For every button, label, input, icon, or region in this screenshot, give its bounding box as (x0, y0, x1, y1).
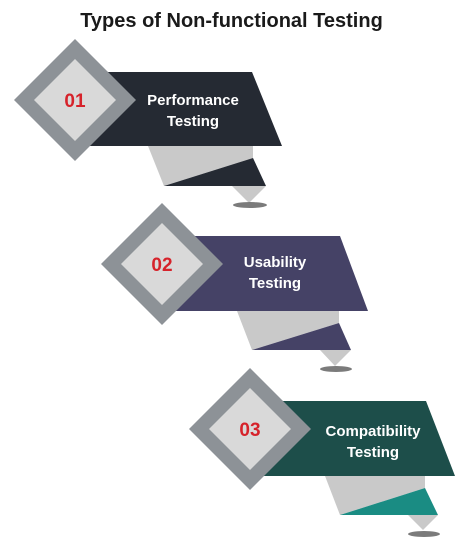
step-1-banner (84, 72, 282, 146)
step-2: 02 Usability Testing (101, 203, 368, 372)
step-1-pointer (232, 186, 266, 203)
step-3-diamond-inner (209, 388, 291, 470)
step-3-label-line1: Compatibility (325, 423, 421, 440)
step-3-label-line2: Testing (347, 444, 399, 461)
step-3-pointer (408, 515, 438, 530)
page-title: Types of Non-functional Testing (80, 10, 383, 32)
step-1-label-line1: Performance (147, 92, 239, 109)
step-3-shadow (408, 531, 440, 537)
step-1-fold-gray (148, 146, 253, 186)
step-2-number: 02 (151, 255, 172, 276)
step-2-label-line1: Usability (244, 254, 307, 271)
step-3-banner (260, 401, 455, 476)
step-3-fold-teal (340, 488, 438, 515)
step-1: 01 Performance Testing (14, 39, 282, 208)
step-1-fold-dark (164, 158, 266, 186)
step-2-pointer (320, 350, 351, 366)
step-1-label-line2: Testing (167, 113, 219, 130)
step-2-fold-gray (237, 311, 339, 350)
step-3: 03 Compatibility Testing (189, 368, 455, 537)
step-2-banner (173, 236, 368, 311)
step-3-number: 03 (239, 420, 260, 441)
step-2-fold-dark (252, 323, 351, 350)
step-2-diamond-inner (121, 223, 203, 305)
step-3-fold-gray (325, 476, 425, 515)
step-1-number: 01 (64, 91, 86, 112)
step-2-label-line2: Testing (249, 275, 301, 292)
step-1-diamond-inner (34, 59, 116, 141)
step-1-shadow (233, 202, 267, 208)
step-2-shadow (320, 366, 352, 372)
